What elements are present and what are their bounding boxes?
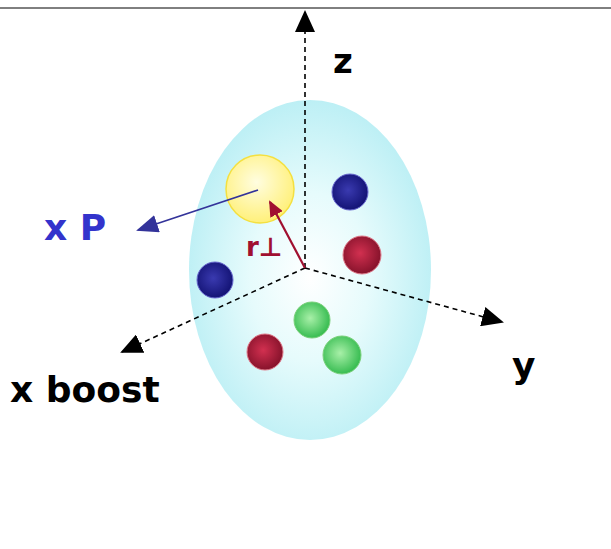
- struck-parton: [226, 155, 294, 223]
- axes: [122, 12, 502, 352]
- quark: [323, 336, 361, 374]
- top-rule: [0, 8, 611, 9]
- quark: [332, 174, 368, 210]
- axis-label: z: [333, 44, 353, 78]
- quark: [343, 236, 381, 274]
- momentum-label: x P: [44, 210, 106, 246]
- axis-label: x boost: [10, 372, 160, 408]
- momentum-arrow: [138, 190, 258, 230]
- axis-label: y: [512, 348, 535, 384]
- position-label: r⊥: [246, 234, 283, 260]
- quark: [247, 334, 283, 370]
- nucleon-body: [189, 100, 431, 440]
- quark: [197, 262, 233, 298]
- quark: [294, 302, 330, 338]
